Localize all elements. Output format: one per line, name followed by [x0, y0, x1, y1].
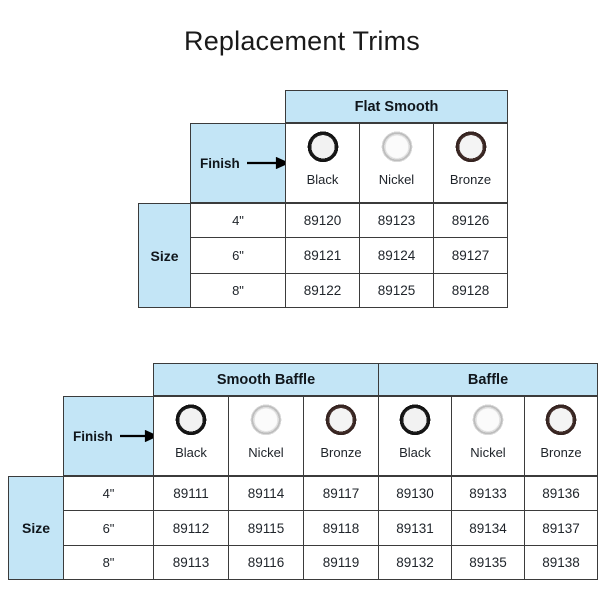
size-cell-6: 6" [63, 510, 154, 546]
table-cell: 89115 [228, 510, 304, 546]
table-cell: 89123 [359, 203, 434, 238]
finish-name-black: Black [306, 172, 339, 187]
table-cell: 89137 [524, 510, 598, 546]
finish-name-nickel: Nickel [378, 172, 415, 187]
finish-cell-nickel: Nickel [228, 396, 304, 476]
size-label-cell: Size [138, 203, 191, 308]
finish-cell-black: Black [378, 396, 452, 476]
finish-name-nickel: Nickel [470, 445, 506, 460]
finish-name-bronze: Bronze [540, 445, 582, 460]
size-cell-8: 8" [190, 273, 286, 308]
finish-cell-bronze: Bronze [433, 123, 508, 203]
size-cell-4: 4" [63, 476, 154, 511]
group-header-smooth-baffle: Smooth Baffle [153, 363, 379, 396]
nickel-trim-ring-icon [468, 403, 508, 443]
table-cell: 89136 [524, 476, 598, 511]
table-cell: 89120 [285, 203, 360, 238]
page-title: Replacement Trims [184, 26, 420, 56]
table-cell: 89128 [433, 273, 508, 308]
bronze-trim-ring-icon [541, 403, 581, 443]
right-arrow-icon [246, 156, 285, 170]
table-cell: 89114 [228, 476, 304, 511]
finish-name-black: Black [175, 445, 207, 460]
finish-cell-black: Black [153, 396, 229, 476]
size-cell-8: 8" [63, 545, 154, 580]
finish-label-cell: Finish [190, 123, 286, 203]
table-cell: 89126 [433, 203, 508, 238]
black-trim-ring-icon [395, 403, 435, 443]
finish-label: Finish [200, 155, 240, 171]
table-cell: 89131 [378, 510, 452, 546]
table-cell: 89127 [433, 237, 508, 274]
table-cell: 89134 [451, 510, 525, 546]
table-cell: 89119 [303, 545, 379, 580]
finish-cell-black: Black [285, 123, 360, 203]
table-cell: 89130 [378, 476, 452, 511]
table-cell: 89135 [451, 545, 525, 580]
table-cell: 89138 [524, 545, 598, 580]
table-cell: 89116 [228, 545, 304, 580]
finish-cell-bronze: Bronze [303, 396, 379, 476]
table-cell: 89122 [285, 273, 360, 308]
group-header-baffle: Baffle [378, 363, 598, 396]
size-label-cell: Size [8, 476, 64, 580]
finish-label-cell: Finish [63, 396, 154, 476]
table-cell: 89132 [378, 545, 452, 580]
bronze-trim-ring-icon [450, 130, 491, 170]
finish-cell-bronze: Bronze [524, 396, 598, 476]
size-cell-4: 4" [190, 203, 286, 238]
table-cell: 89133 [451, 476, 525, 511]
size-cell-6: 6" [190, 237, 286, 274]
finish-name-bronze: Bronze [320, 445, 362, 460]
nickel-trim-ring-icon [246, 403, 286, 443]
finish-name-nickel: Nickel [248, 445, 284, 460]
black-trim-ring-icon [302, 130, 343, 170]
table-cell: 89124 [359, 237, 434, 274]
right-arrow-icon [119, 429, 153, 443]
finish-name-black: Black [399, 445, 431, 460]
finish-cell-nickel: Nickel [451, 396, 525, 476]
table-cell: 89111 [153, 476, 229, 511]
table-cell: 89117 [303, 476, 379, 511]
finish-label: Finish [73, 428, 113, 444]
group-header-flat-smooth: Flat Smooth [285, 90, 508, 123]
table-cell: 89112 [153, 510, 229, 546]
table-cell: 89118 [303, 510, 379, 546]
table-cell: 89125 [359, 273, 434, 308]
table-cell: 89121 [285, 237, 360, 274]
black-trim-ring-icon [171, 403, 211, 443]
finish-cell-nickel: Nickel [359, 123, 434, 203]
finish-name-bronze: Bronze [449, 172, 492, 187]
table-cell: 89113 [153, 545, 229, 580]
bronze-trim-ring-icon [321, 403, 361, 443]
nickel-trim-ring-icon [376, 130, 417, 170]
